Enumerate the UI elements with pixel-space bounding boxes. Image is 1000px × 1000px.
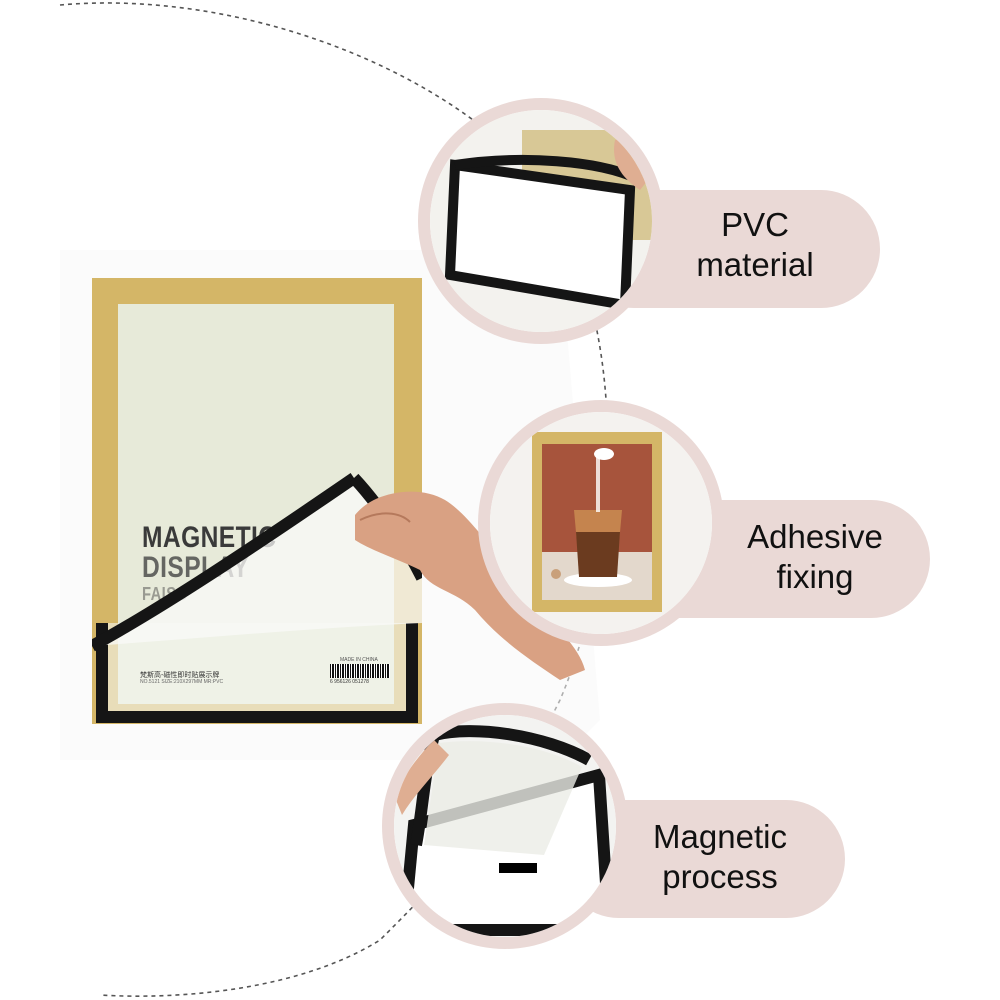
feature-adhesive-line1: Adhesive	[747, 518, 883, 555]
pvc-photo	[430, 110, 652, 332]
board-spec: NO.5121 SIZE:210X297MM MR:PVC	[140, 679, 224, 685]
board-subtitle: 梵斯高-磁性即时贴展示牌	[140, 672, 220, 679]
adhesive-photo	[490, 412, 712, 634]
feature-circle-adhesive	[478, 400, 724, 646]
feature-pvc-line1: PVC	[721, 206, 789, 243]
feature-magnetic-line2: process	[662, 858, 778, 895]
barcode-icon	[330, 664, 390, 678]
feature-adhesive-line2: fixing	[776, 558, 854, 595]
barcode-number: 6 956126 051278	[330, 679, 369, 685]
magnetic-photo	[394, 715, 616, 937]
feature-circle-pvc	[418, 98, 664, 344]
feature-label-pvc: PVC material	[690, 205, 820, 285]
feature-pvc-line2: material	[696, 246, 814, 283]
feature-label-magnetic: Magnetic process	[640, 817, 800, 897]
feature-magnetic-line1: Magnetic	[653, 818, 787, 855]
feature-label-adhesive: Adhesive fixing	[730, 517, 900, 597]
feature-circle-magnetic	[382, 703, 628, 949]
display-board: MAGNETIC DISPLAY FAISC 梵斯高-磁性即时贴展示牌 NO.5…	[92, 278, 422, 724]
made-in-label: MADE IN CHINA	[340, 657, 378, 663]
